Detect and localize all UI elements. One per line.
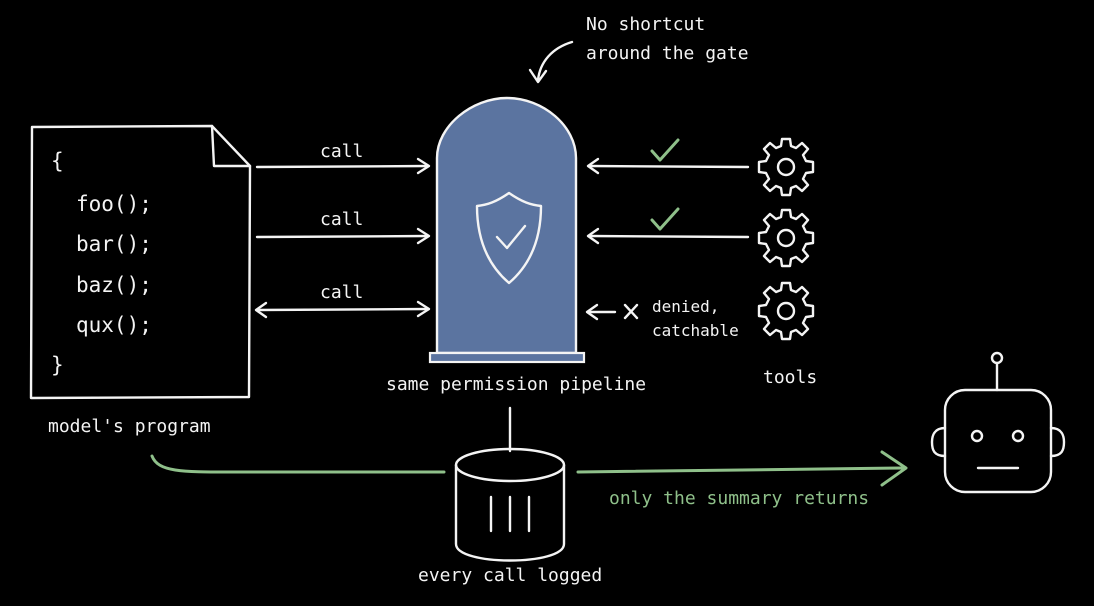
summary-input-curve xyxy=(150,454,446,474)
check-icon-1 xyxy=(650,138,680,162)
call-arrow-3 xyxy=(255,307,430,312)
annotation-line-1: No shortcut xyxy=(586,14,705,35)
summary-arrow xyxy=(576,466,906,474)
code-line-qux: qux(); xyxy=(76,313,152,337)
gear-icon-3 xyxy=(757,281,815,341)
code-line-close-brace: } xyxy=(51,353,64,377)
annotation-line-2: around the gate xyxy=(586,43,749,64)
tool-return-arrows: denied, catchable xyxy=(585,138,750,340)
gate-label: same permission pipeline xyxy=(386,374,646,395)
gate-base xyxy=(428,351,586,364)
summary-label: only the summary returns xyxy=(609,488,869,509)
gear-icon-2 xyxy=(757,208,815,268)
annotation-arrow-head xyxy=(528,68,548,84)
return-arrow-1 xyxy=(587,164,750,169)
shield-check-icon xyxy=(475,191,543,285)
denied-label-2: catchable xyxy=(652,321,739,340)
call-label-2: call xyxy=(320,209,363,230)
check-icon-2 xyxy=(650,207,680,231)
log-label: every call logged xyxy=(418,565,602,586)
call-arrow-1 xyxy=(255,164,430,169)
database-icon xyxy=(454,406,566,562)
annotation-arrow xyxy=(536,40,574,82)
gate-dome xyxy=(435,96,578,355)
program-document: { foo(); bar(); baz(); qux(); } xyxy=(29,124,252,400)
code-line-baz: baz(); xyxy=(76,273,152,297)
tools-label: tools xyxy=(763,367,817,388)
robot-icon xyxy=(930,351,1066,494)
document-outline xyxy=(29,124,252,400)
return-arrow-2 xyxy=(587,234,750,239)
program-label: model's program xyxy=(48,416,211,437)
call-label-3: call xyxy=(320,282,363,303)
cross-icon xyxy=(623,303,639,320)
call-label-1: call xyxy=(320,141,363,162)
call-arrow-2 xyxy=(255,234,430,239)
code-line-open-brace: { xyxy=(51,149,64,173)
gear-icon-1 xyxy=(757,137,815,197)
code-line-bar: bar(); xyxy=(76,232,152,256)
annotation: No shortcut around the gate xyxy=(528,14,749,84)
summary-flow xyxy=(150,450,908,487)
denied-label-1: denied, xyxy=(652,297,719,316)
call-arrows: call call call xyxy=(254,141,431,319)
permission-gate xyxy=(428,96,586,364)
document-fold xyxy=(210,124,252,168)
code-line-foo: foo(); xyxy=(76,192,152,216)
tools xyxy=(757,137,815,341)
